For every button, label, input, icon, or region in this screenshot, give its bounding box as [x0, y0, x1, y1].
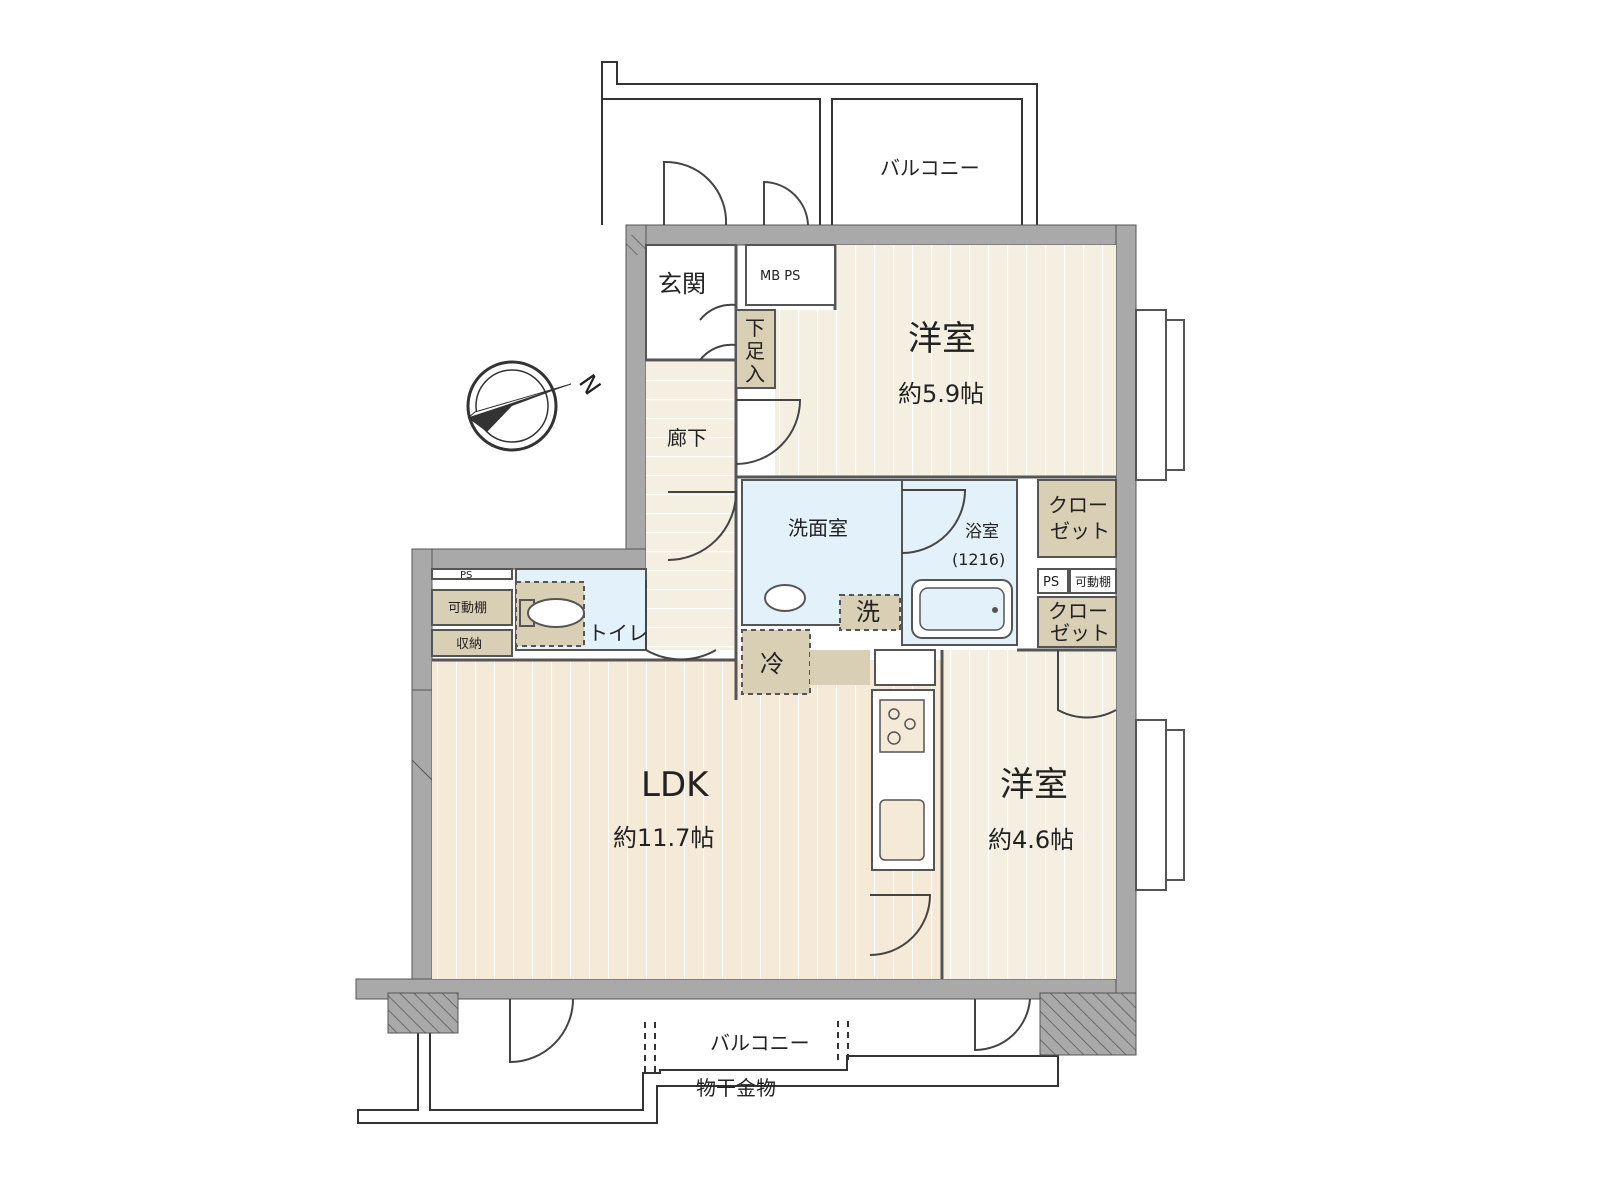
bottom-balcony-label: バルコニー	[710, 1031, 810, 1055]
door-swings	[509, 160, 1117, 1064]
closet-2-label-line2: ゼット	[1050, 621, 1110, 645]
bathtub	[911, 579, 1013, 639]
western-room-2-name: 洋室	[1000, 765, 1068, 805]
fridge-label: 冷	[760, 650, 784, 678]
western-room-1-size: 約5.9帖	[898, 380, 984, 408]
ps-toilet-label: PS	[460, 570, 472, 581]
western-room-1-name: 洋室	[908, 319, 976, 359]
kitchen-counter	[871, 689, 935, 871]
windows-right	[1135, 309, 1185, 891]
compass-needle-icon	[468, 384, 571, 432]
closet-2-label-line1: クロー	[1048, 599, 1108, 623]
top-balcony	[601, 61, 1038, 225]
bathroom-label: 浴室	[965, 522, 999, 542]
bottom-balcony	[357, 1012, 1059, 1124]
clothes-drying-label: 物干金物	[696, 1076, 776, 1100]
closet-1-label-line1: クロー	[1048, 493, 1108, 517]
storage-blocks	[431, 244, 1117, 695]
movable-shelf-right-label: 可動棚	[1075, 574, 1111, 589]
top-balcony-label: バルコニー	[880, 156, 980, 180]
entrance-label: 玄関	[658, 270, 706, 298]
storage-left-label: 収納	[456, 637, 482, 652]
washer-label: 洗	[856, 598, 880, 626]
washroom-label: 洗面室	[788, 516, 848, 540]
toilet-fixture	[519, 598, 585, 628]
compass: N	[466, 360, 606, 452]
hallway-label: 廊下	[667, 426, 707, 450]
compass-north-label: N	[573, 369, 606, 400]
closet-1-label-line2: ゼット	[1050, 519, 1110, 543]
western-room-2-size: 約4.6帖	[988, 826, 1074, 854]
floors	[432, 244, 1116, 979]
interior-walls	[432, 245, 1116, 979]
shoe-box-label-2: 足	[745, 339, 765, 363]
ldk-name: LDK	[641, 765, 710, 805]
shoe-box-label-3: 入	[745, 362, 765, 386]
toilet-label: トイレ	[588, 621, 648, 645]
ps-small-label: PS	[1043, 575, 1059, 590]
labels: バルコニー バルコニー 物干金物 玄関 MB PS 下 足 入 廊下 洋室 約5…	[448, 156, 1111, 1100]
movable-shelf-left-label: 可動棚	[448, 601, 487, 616]
wash-basin	[764, 584, 806, 612]
mb-ps-label: MB PS	[760, 269, 800, 284]
ldk-size: 約11.7帖	[613, 824, 714, 852]
bathroom-spec: (1216)	[952, 550, 1005, 569]
shoe-box-label-1: 下	[745, 316, 765, 340]
